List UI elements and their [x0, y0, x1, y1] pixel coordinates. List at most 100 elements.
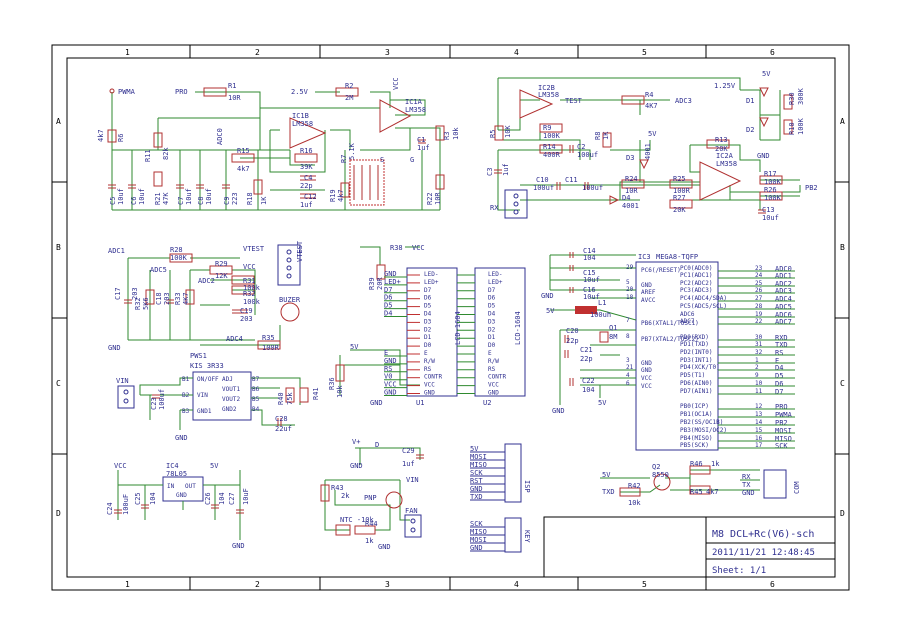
r45-value: 4k7	[706, 488, 719, 496]
u2-pin-9: D0	[488, 342, 496, 349]
ic3-net-SCK: SCK	[775, 442, 788, 450]
r7-name: R7	[340, 155, 348, 163]
net-txd: TXD	[602, 488, 615, 496]
com-section: 5V TXD Q2 8550 R46 1k R42 10k R45 4k7 CO…	[600, 460, 801, 507]
ic3-pin-16: PB4(MISO)	[680, 435, 713, 442]
lcd-u2-pins: LED-LED+D7D6D5D4D3D2D1D0ER/WRSCONTRVCCGN…	[488, 271, 506, 397]
c14-value: 104	[583, 254, 596, 262]
q1-value: 8M	[609, 333, 617, 341]
r15-name: R15	[237, 147, 250, 155]
c12-value: 1uf	[300, 201, 313, 209]
r36-value: 10k	[336, 385, 344, 398]
lcd-net-12: RS	[384, 365, 392, 373]
ic3-pin-num-15: 15	[755, 427, 763, 434]
isp-pin-5: GND	[470, 485, 483, 493]
r28-name: R28	[170, 246, 183, 254]
ic3-pin-num-8: 8	[626, 333, 630, 340]
r26-name: R26	[764, 186, 777, 194]
u1-name: U1	[416, 399, 424, 407]
c23-name: C23	[150, 397, 158, 410]
c12-name: C12	[304, 193, 317, 201]
drawing-frame	[51, 44, 850, 591]
r42-name: R42	[628, 482, 641, 490]
u1-pin-6: D3	[424, 318, 432, 325]
r33-name: R33	[174, 292, 182, 305]
ic3-pin-8: PB7(XTAL2/TOSC2)	[641, 336, 699, 343]
c20-value: 22p	[566, 337, 579, 345]
isp-pin-2: MISO	[470, 461, 487, 469]
row-label-C: C	[56, 379, 61, 388]
c8-name: C8	[197, 197, 205, 205]
ic3-pin-31: PD1(TXD)	[680, 341, 709, 348]
ic3-pin-num-4: 4	[626, 372, 630, 379]
isp-pin-1: MOSI	[470, 453, 487, 461]
c4-value: 22p	[300, 182, 313, 190]
isp-pin-3: SCK	[470, 469, 483, 477]
q1-name: Q1	[609, 324, 617, 332]
ic3-pin-num-22: 22	[755, 318, 763, 325]
ic3-net-TXD: TXD	[775, 341, 788, 349]
c10-name: C10	[536, 176, 549, 184]
key-label: KEY	[523, 530, 531, 543]
column-label-2: 2	[255, 48, 260, 57]
pws1-pin-B7: ADJ	[222, 376, 233, 383]
r22-name: R22	[426, 192, 434, 205]
c9-name: C9	[223, 197, 231, 205]
pws1-pin-num-B1: B1	[182, 376, 190, 383]
r4-name: R4	[645, 91, 653, 99]
r17-name: R17	[764, 170, 777, 178]
pws1-pin-B1: ON/OFF	[197, 376, 219, 383]
ic3-pin-22: ADC7	[680, 318, 695, 325]
u1-pin-14: VCC	[424, 382, 435, 389]
r25-name: R25	[673, 175, 686, 183]
ic4-value: 78L05	[166, 470, 187, 478]
u1-pin-13: CONTR	[424, 374, 442, 381]
ic3-pin-num-28: 28	[755, 303, 763, 310]
ic3-pin-num-13: 13	[755, 411, 763, 418]
r36-name: R36	[328, 377, 336, 390]
r27-name: R27	[673, 194, 686, 202]
gnd-ic4: GND	[232, 542, 245, 550]
c14-name: C14	[583, 247, 596, 255]
ic3-net-MISO: MISO	[775, 435, 792, 443]
c2-name: C2	[577, 143, 585, 151]
u1-pin-12: RS	[424, 366, 432, 373]
c9-value: 223	[231, 192, 239, 205]
column-label-1: 1	[125, 48, 130, 57]
net-vtest: VTEST	[243, 245, 265, 253]
ic3-pin-27: PC4(ADC4/SDA)	[680, 295, 727, 302]
pws1-pin-num-B4: B4	[252, 406, 260, 413]
title-text: M8 DCL+Rc(V6)-sch	[712, 529, 814, 540]
r43-name: R43	[331, 484, 344, 492]
lcd-net-11: GND	[384, 357, 397, 365]
ic3-pin-num-26: 26	[755, 287, 763, 294]
r32-value: 100k	[243, 298, 261, 306]
lcd-net-1: LED+	[384, 278, 401, 286]
r21-value: 47K	[162, 192, 170, 205]
r18-name: R18	[246, 192, 254, 205]
ic3-pin-5: GND	[641, 282, 652, 289]
ic3-pin-num-12: 12	[755, 403, 763, 410]
net-5v-d3: 5V	[648, 130, 657, 138]
column-label-3: 3	[385, 48, 390, 57]
u1-pin-15: GND	[424, 390, 435, 397]
r45-name: R45	[690, 488, 703, 496]
r26-value: 100K	[764, 194, 782, 202]
gnd-c16: GND	[541, 292, 554, 300]
ic3-net-D6: D6	[775, 380, 783, 388]
q2-name: Q2	[652, 463, 660, 471]
ic3-pin-9: PD5(T1)	[680, 372, 705, 379]
r41-name: R41	[312, 387, 320, 400]
r1-name: R1	[228, 82, 236, 90]
ic3-pin-30: PD0(RXD)	[680, 334, 709, 341]
ic3-pin-num-20: 20	[626, 286, 634, 293]
net-5v-mcu: 5V	[598, 399, 607, 407]
c13-value: 10uf	[762, 214, 779, 222]
lcd-net-14: VCC	[384, 381, 397, 389]
net-pwma: PWMA	[118, 88, 136, 96]
ic3-pin-17: PB5(SCK)	[680, 442, 709, 449]
